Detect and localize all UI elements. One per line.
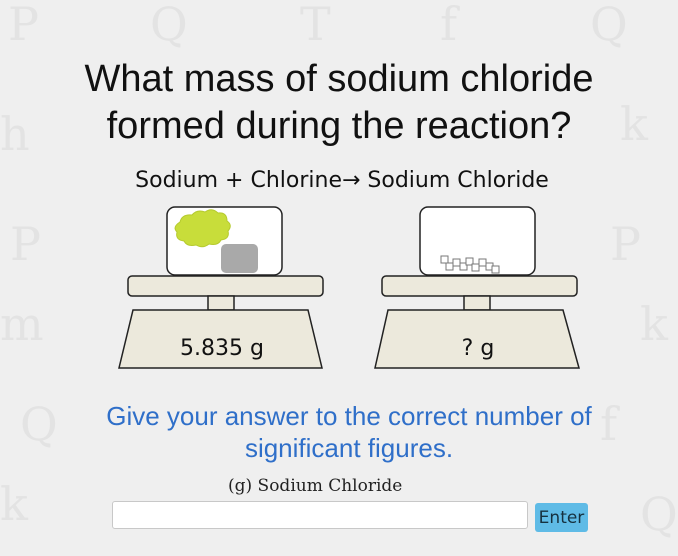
scales-scene: 5.835 g ? g <box>118 206 580 369</box>
svg-text:k: k <box>620 97 649 151</box>
instruction-text: Give your answer to the correct number o… <box>0 400 678 464</box>
svg-text:P: P <box>10 217 41 271</box>
svg-text:m: m <box>0 297 44 351</box>
svg-text:Q: Q <box>20 397 58 451</box>
equation-product: Sodium Chloride <box>367 168 549 193</box>
svg-text:k: k <box>640 297 669 351</box>
right-base <box>374 309 580 369</box>
question-title: What mass of sodium chloride formed duri… <box>0 56 678 150</box>
left-scale: 5.835 g <box>118 206 324 369</box>
answer-input[interactable] <box>112 501 528 529</box>
svg-text:Q: Q <box>150 0 188 51</box>
svg-text:f: f <box>600 397 620 451</box>
left-pan <box>127 275 324 297</box>
question-line-1: What mass of sodium chloride <box>84 58 594 100</box>
svg-text:Q: Q <box>590 0 628 51</box>
sodium-block-icon <box>221 244 258 273</box>
svg-text:h: h <box>0 107 30 161</box>
svg-text:k: k <box>0 477 29 531</box>
right-container <box>419 206 536 276</box>
instruction-line-1: Give your answer to the correct number o… <box>106 401 592 431</box>
salt-crystals-icon <box>440 255 500 274</box>
left-scale-reading: 5.835 g <box>180 336 264 361</box>
answer-field-label: (g) Sodium Chloride <box>228 476 403 496</box>
svg-text:T: T <box>300 0 331 51</box>
question-line-2: formed during the reaction? <box>106 105 572 147</box>
svg-text:P: P <box>610 217 641 271</box>
right-scale-reading: ? g <box>462 336 495 361</box>
svg-text:Q: Q <box>640 487 678 541</box>
svg-text:f: f <box>440 0 460 51</box>
left-stem <box>207 295 235 311</box>
instruction-line-2: significant figures. <box>244 433 454 463</box>
enter-button[interactable]: Enter <box>535 503 588 532</box>
right-stem <box>463 295 491 311</box>
equation-reactants: Sodium + Chlorine <box>135 168 342 193</box>
right-pan <box>381 275 578 297</box>
left-base <box>118 309 323 369</box>
reaction-equation: Sodium + Chlorine→ Sodium Chloride <box>0 168 678 193</box>
svg-text:P: P <box>8 0 39 51</box>
equation-arrow: → <box>341 168 361 193</box>
right-scale: ? g <box>374 206 580 369</box>
chlorine-gas-cloud-icon <box>174 209 231 248</box>
